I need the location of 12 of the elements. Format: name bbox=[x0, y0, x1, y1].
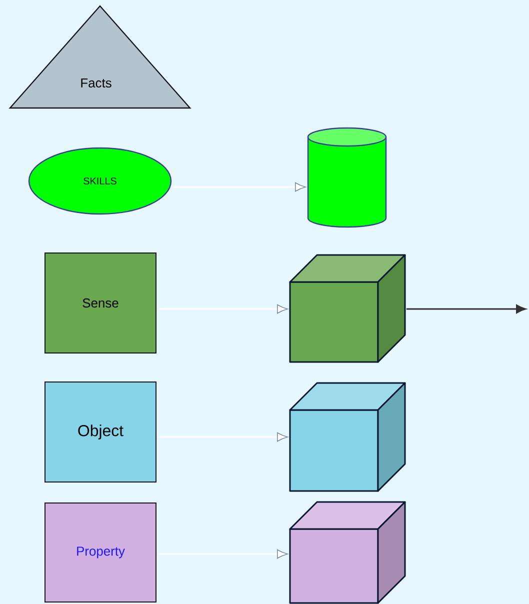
cube-drawing bbox=[289, 501, 406, 604]
arrow bbox=[158, 549, 288, 559]
square-box: Property bbox=[44, 502, 156, 602]
cube-drawing bbox=[289, 382, 406, 492]
cube-drawing bbox=[289, 254, 406, 363]
cylinder-shape bbox=[307, 127, 387, 228]
square-box: Object bbox=[44, 382, 156, 482]
arrow bbox=[158, 304, 288, 314]
arrow bbox=[158, 432, 288, 442]
square-box: Sense bbox=[44, 252, 156, 354]
arrow bbox=[406, 304, 526, 314]
arrow bbox=[174, 182, 306, 192]
